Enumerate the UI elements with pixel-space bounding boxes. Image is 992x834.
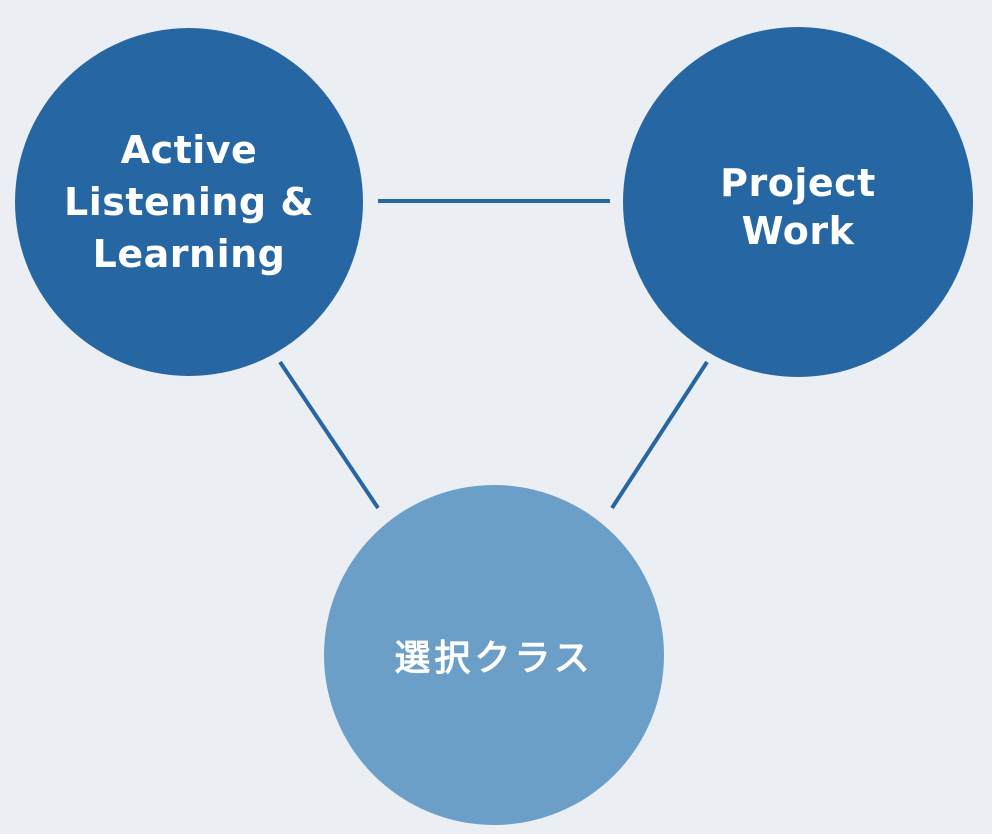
connector-a-c bbox=[278, 360, 380, 510]
node-label: 選択クラス bbox=[394, 638, 594, 679]
node-label: Project Work bbox=[720, 161, 876, 253]
node-active-listening-learning: Active Listening & Learning bbox=[15, 28, 363, 376]
node-label: Active Listening & Learning bbox=[64, 128, 314, 276]
node-project-work: Project Work bbox=[623, 27, 973, 377]
connector-b-c bbox=[610, 360, 709, 510]
node-elective-class: 選択クラス bbox=[324, 485, 664, 825]
